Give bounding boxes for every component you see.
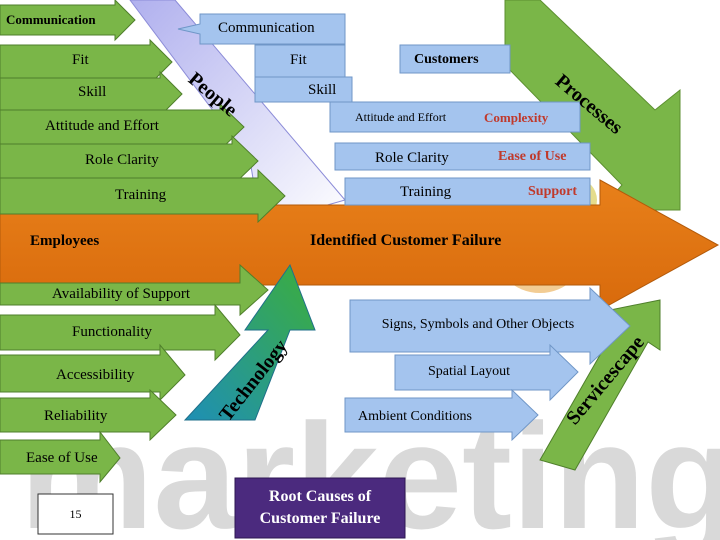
- people-item-fit: Fit: [72, 52, 89, 68]
- servicescape-item-signs: Signs, Symbols and Other Objects: [381, 317, 575, 333]
- customer-item-complexity: Complexity: [484, 110, 549, 125]
- customers-header: Customers: [414, 52, 479, 67]
- slide-number: 15: [69, 506, 82, 521]
- customer-item-support: Support: [528, 184, 578, 199]
- tech-item-functionality: Functionality: [72, 324, 152, 340]
- people-item-skill: Skill: [78, 84, 107, 100]
- process-item-role-clarity: Role Clarity: [375, 150, 449, 166]
- customers-box: [399, 44, 511, 74]
- technology-arrow: [183, 263, 316, 421]
- employees-label: Employees: [30, 233, 100, 249]
- slide-number-box: [37, 493, 114, 535]
- process-item-attitude: Attitude and Effort: [355, 110, 447, 124]
- people-item-role-clarity: Role Clarity: [85, 152, 159, 168]
- tech-item-availability: Availability of Support: [52, 286, 191, 302]
- process-item-communication: Communication: [218, 20, 315, 36]
- people-item-training: Training: [115, 187, 167, 203]
- tech-item-ease-of-use: Ease of Use: [26, 450, 98, 466]
- identified-customer-failure-label: Identified Customer Failure: [310, 232, 502, 249]
- process-item-training: Training: [400, 184, 452, 200]
- technology-arrows: [0, 263, 269, 484]
- process-arrows-blue: [177, 13, 591, 206]
- process-item-skill: Skill: [308, 82, 337, 98]
- people-arrows-left: [0, 0, 286, 224]
- customer-item-ease-of-use: Ease of Use: [498, 149, 567, 164]
- root-causes-box: [234, 477, 406, 539]
- people-item-communication: Communication: [6, 12, 96, 27]
- tech-item-reliability: Reliability: [44, 408, 108, 424]
- process-item-fit: Fit: [290, 52, 307, 68]
- servicescape-item-spatial-layout: Spatial Layout: [428, 364, 511, 379]
- people-item-attitude: Attitude and Effort: [45, 118, 159, 134]
- servicescape-arrows: [344, 286, 631, 442]
- servicescape-item-ambient: Ambient Conditions: [358, 409, 472, 424]
- root-causes-label: Root Causes of Customer Failure: [259, 488, 381, 527]
- tech-item-accessibility: Accessibility: [56, 367, 135, 383]
